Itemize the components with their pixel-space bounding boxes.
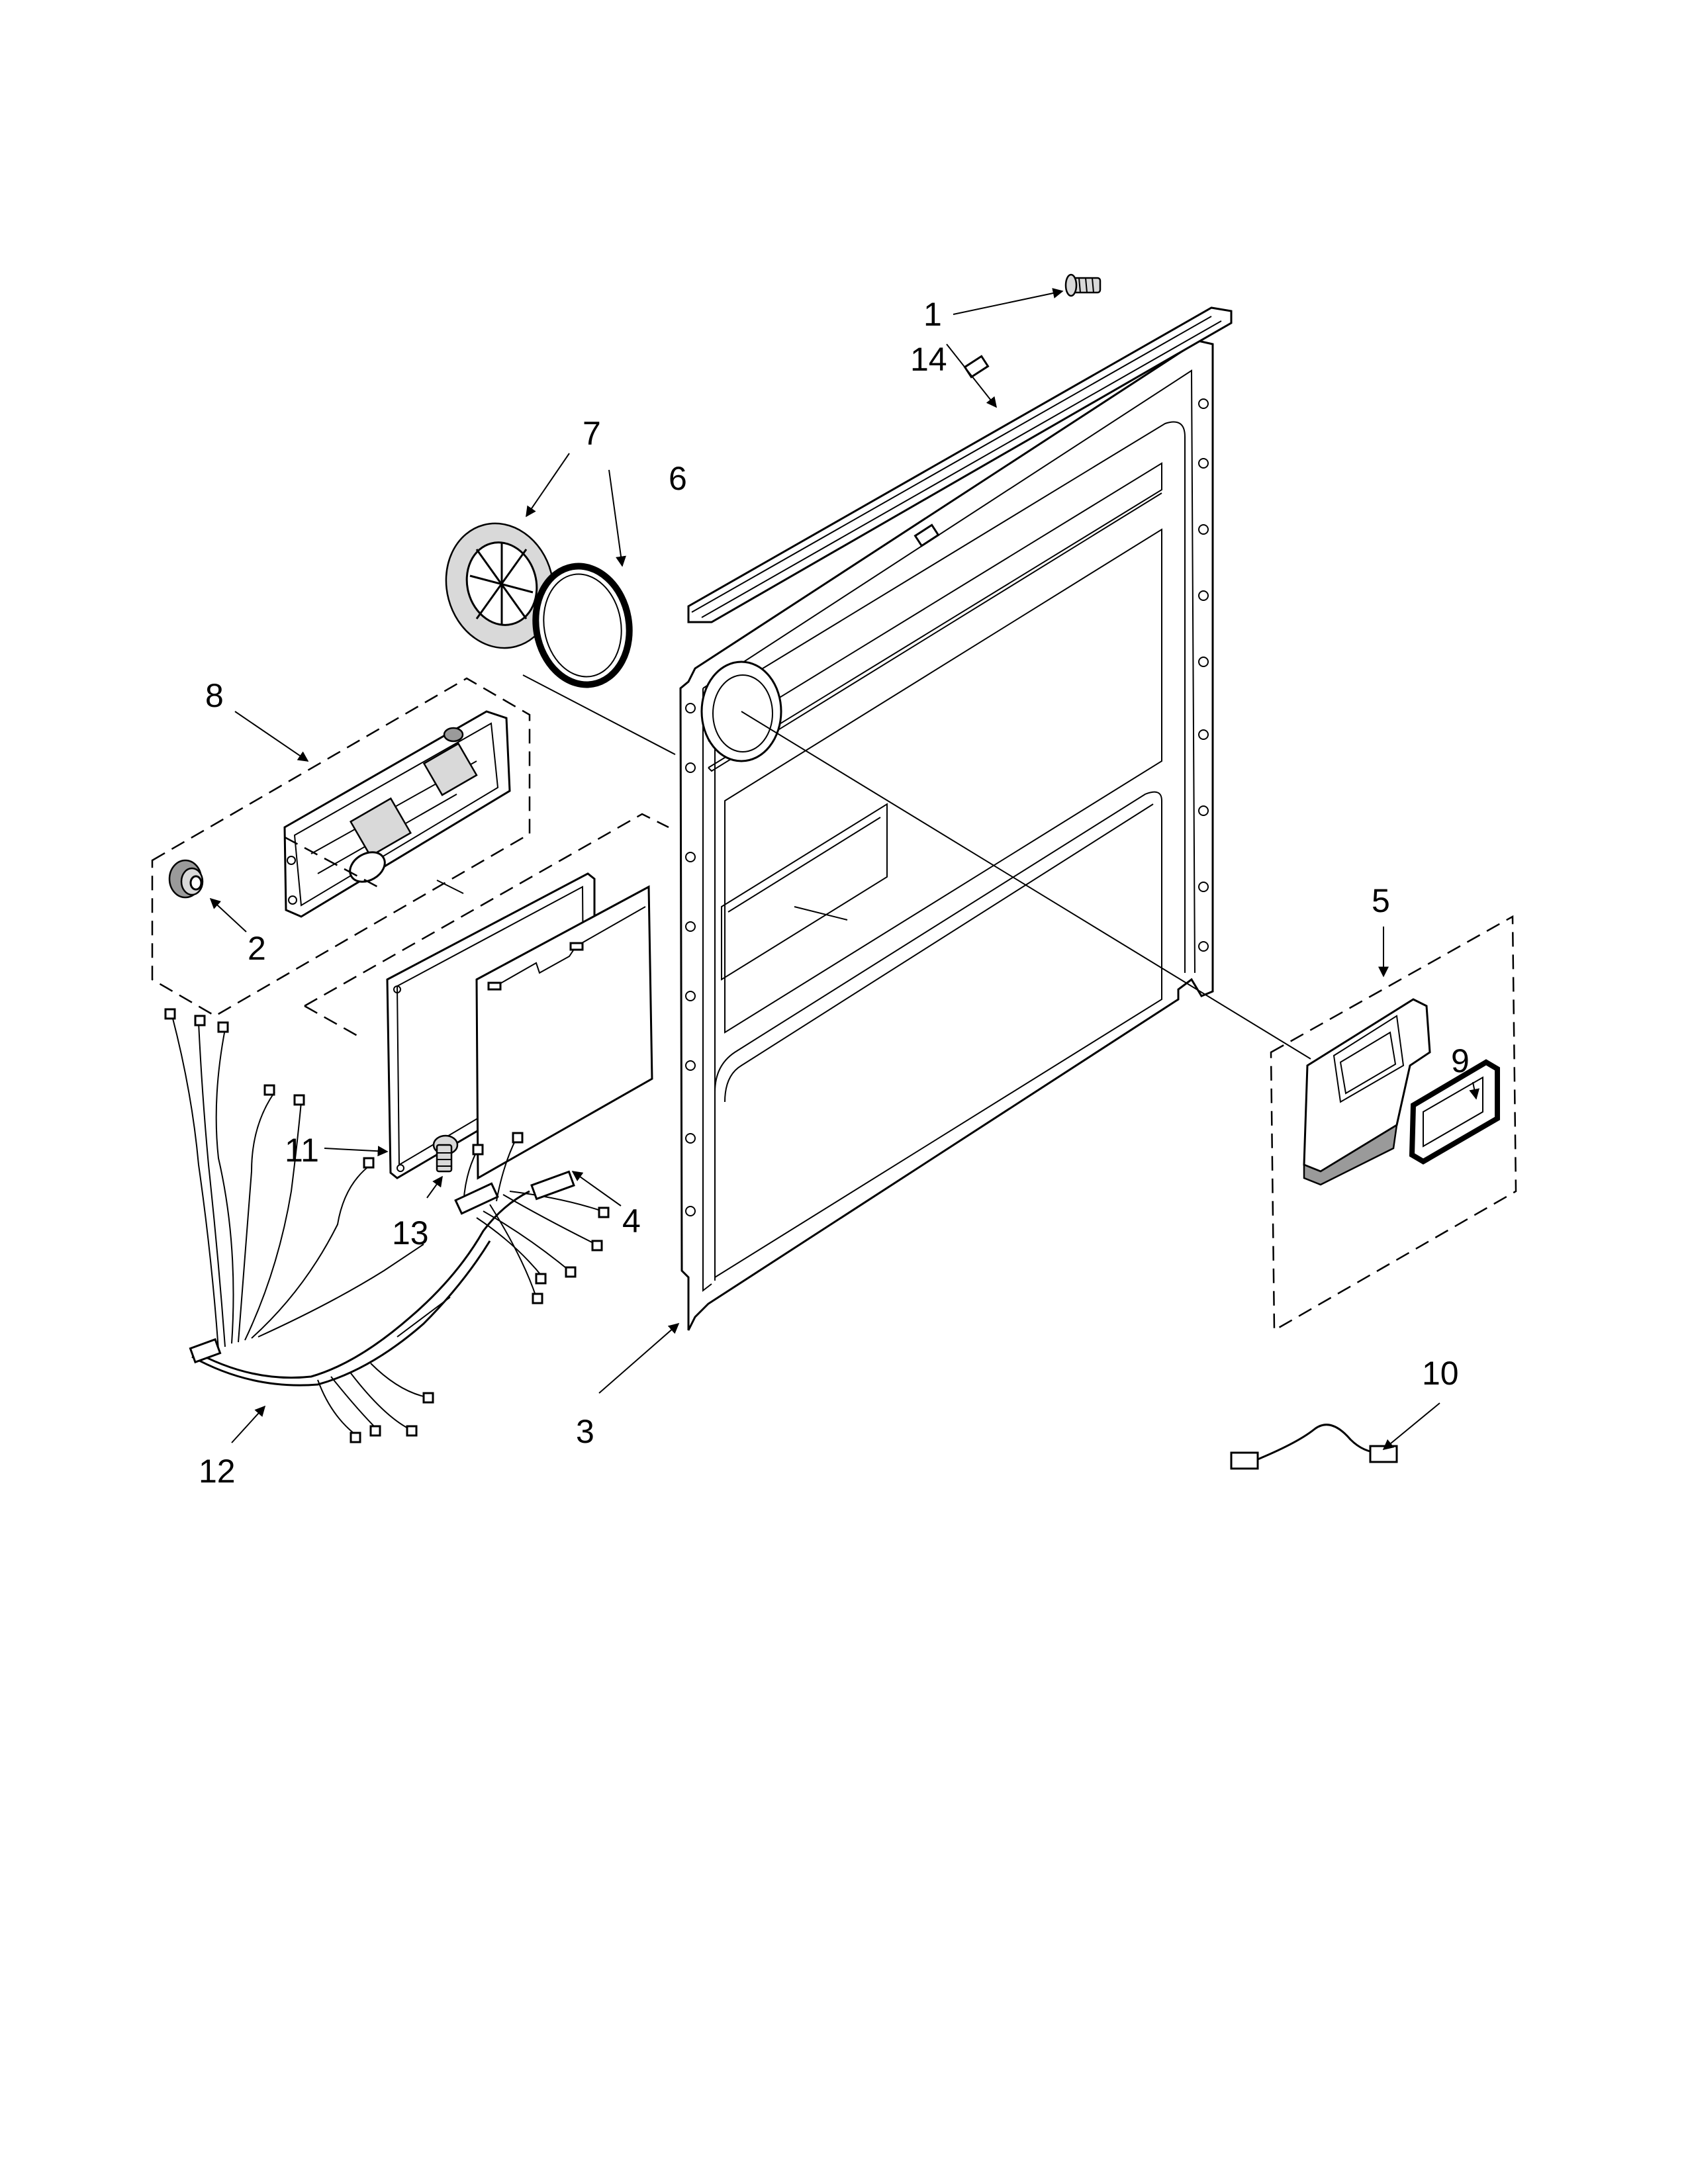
control-board-part-4 [475,885,653,1180]
control-board-group [284,813,669,1180]
screw-part-13 [432,1134,459,1173]
control-panel-group-part-8 [151,677,531,1017]
callout-labels: 1 2 3 4 5 6 7 8 9 10 11 12 13 14 [199,296,1470,1490]
knob-part-2 [168,859,204,899]
top-trim-strip [687,306,1233,623]
wire-part-10 [1230,1424,1398,1470]
callout-arrows [209,288,1480,1451]
callout-5: 5 [1372,882,1390,919]
reference-lines [436,674,1311,1060]
callout-8: 8 [205,677,224,714]
callout-9: 9 [1451,1042,1470,1079]
callout-1: 1 [923,296,942,333]
inner-door-panel [679,340,1214,1331]
panel-screw-holes [685,398,1209,1216]
callout-10: 10 [1422,1355,1459,1392]
callout-14: 14 [910,341,947,378]
vent-assembly-group-part-5 [1270,915,1517,1332]
gasket-ring-part-6 [532,563,633,688]
callout-7: 7 [583,415,601,452]
callout-11: 11 [285,1132,319,1169]
callout-6: 6 [669,460,687,497]
callout-12: 12 [199,1453,236,1490]
screw-part-1 [1064,273,1102,297]
callout-2: 2 [248,930,266,967]
gasket-part-9 [1409,1059,1500,1165]
wire-harness-part-12 [164,1008,610,1443]
callout-13: 13 [392,1214,429,1251]
callout-4: 4 [622,1203,641,1240]
vent-cover-part-7 [445,522,555,649]
callout-3: 3 [576,1413,594,1450]
